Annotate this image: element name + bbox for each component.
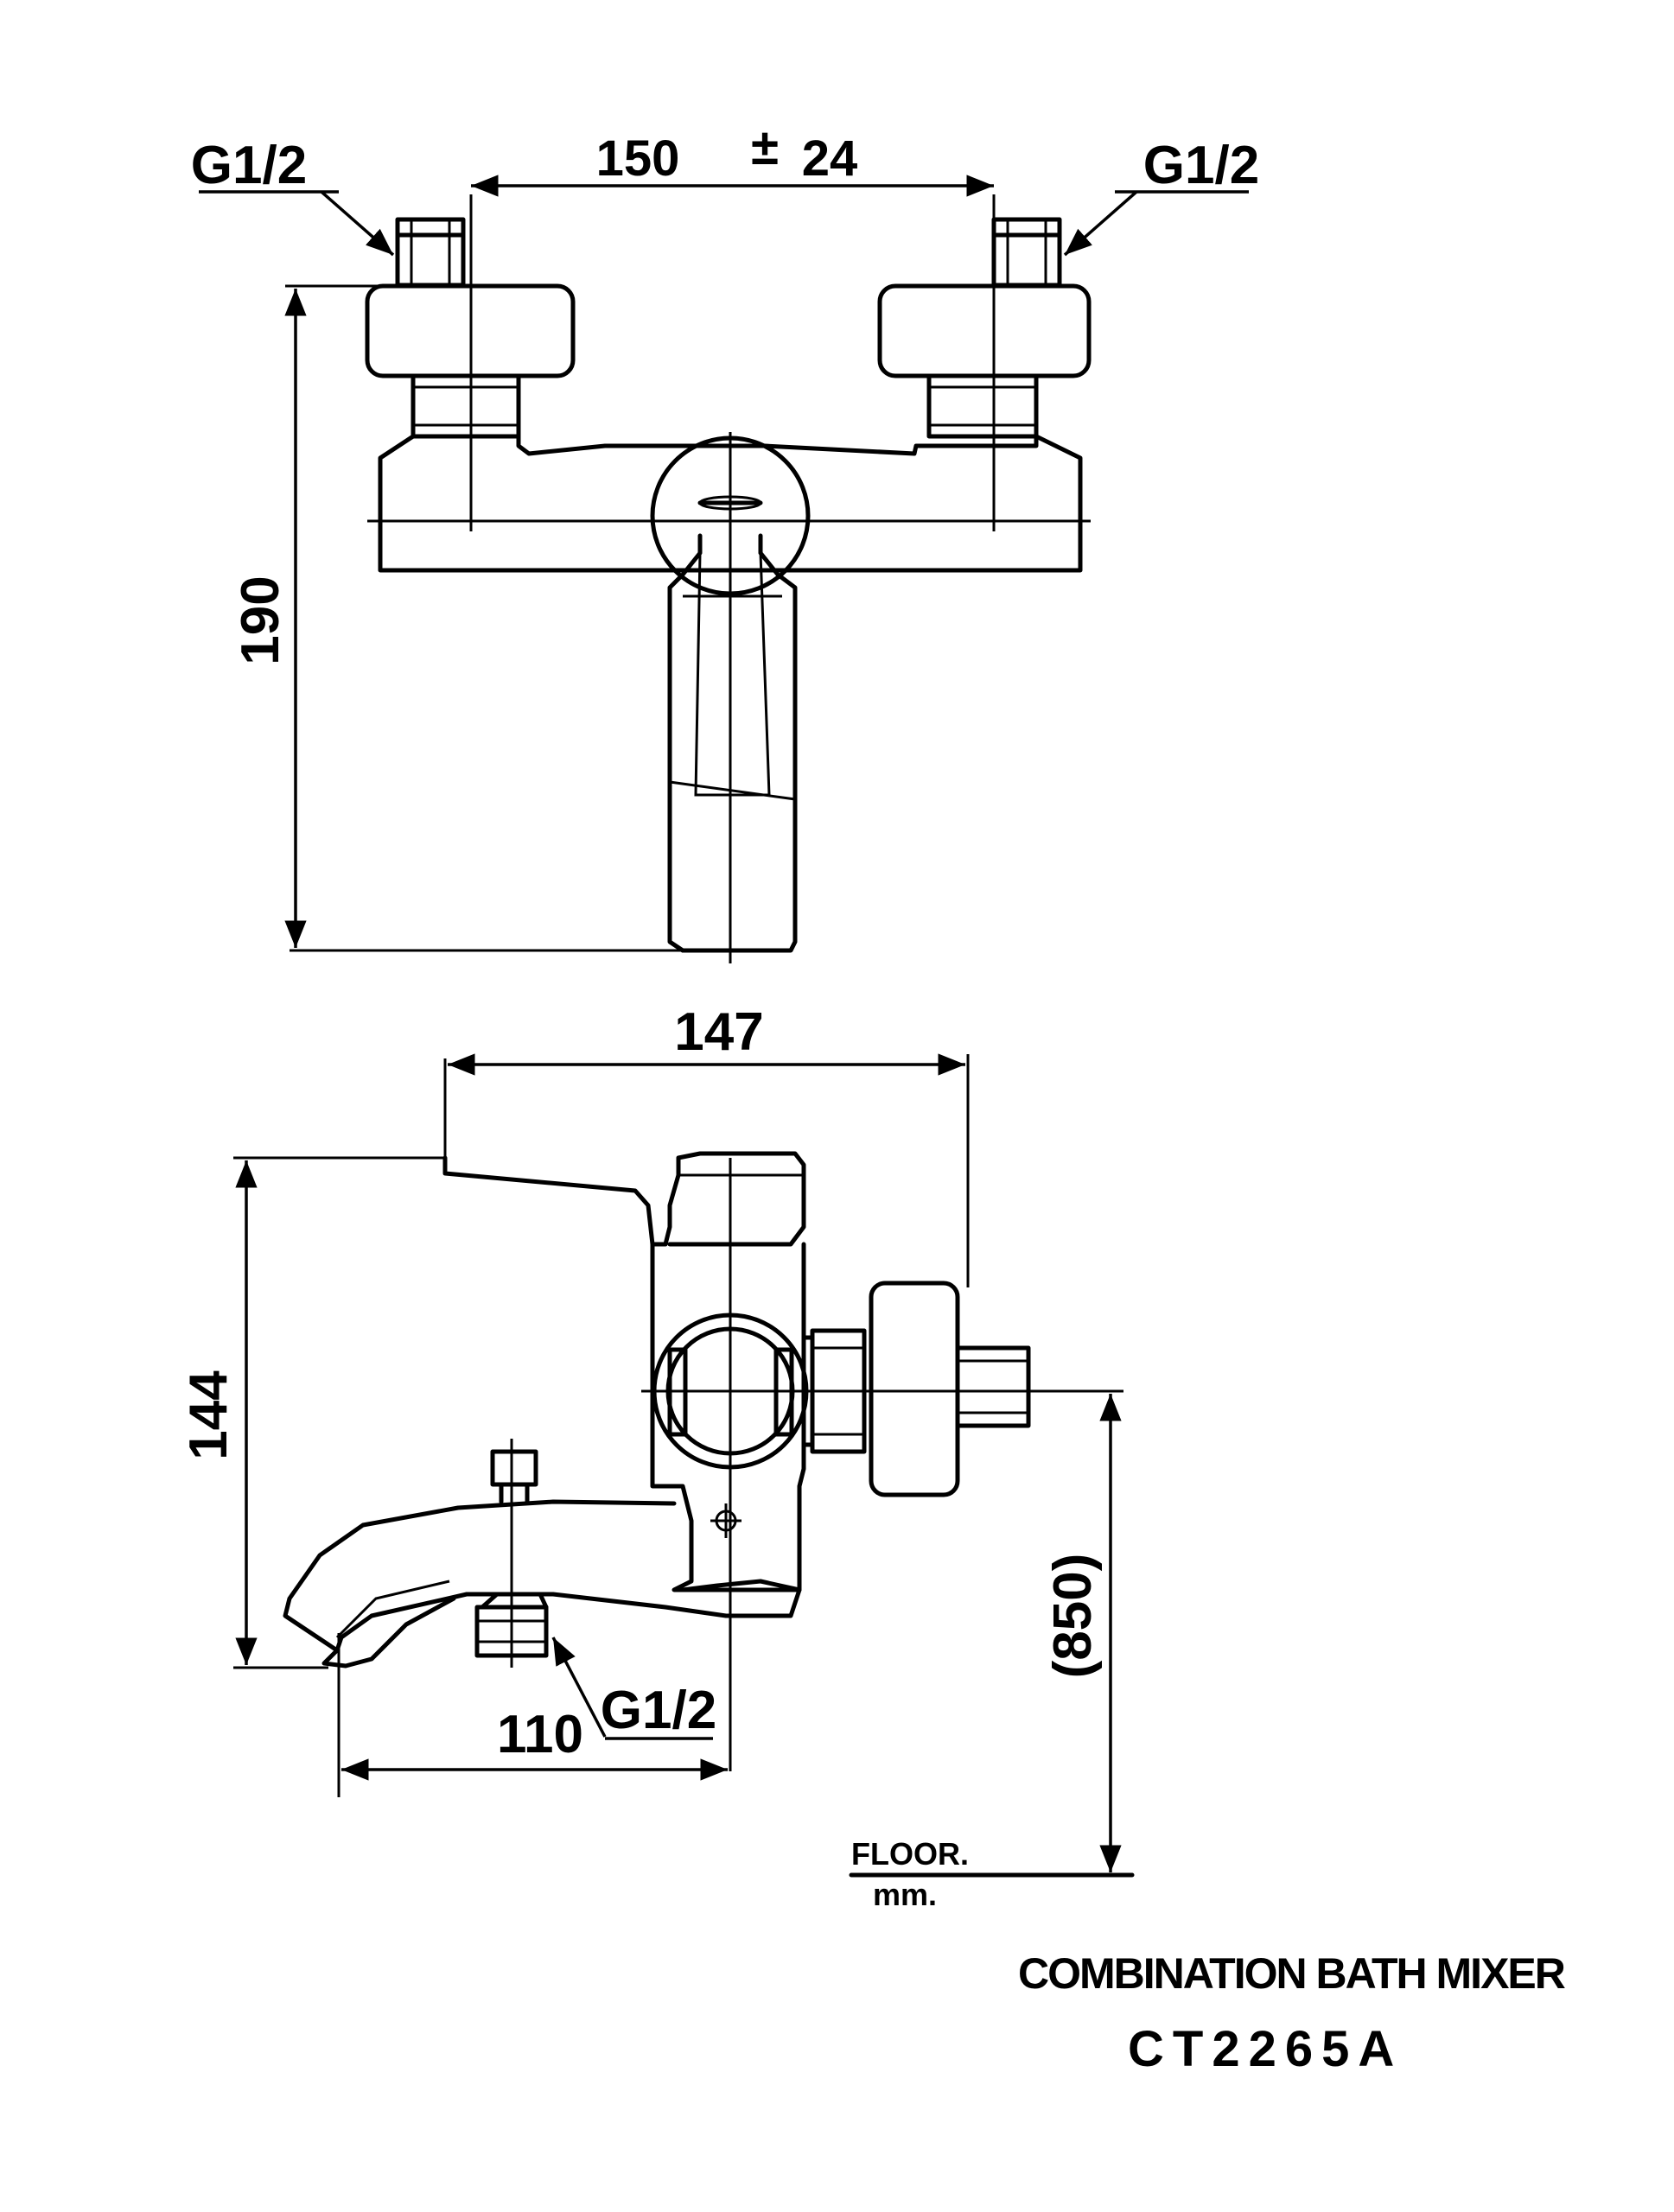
- side-depth-value: 147: [674, 1002, 763, 1062]
- right-flange: [877, 283, 1092, 378]
- side-view: 147 144 110 G1/2 (850): [179, 1002, 1135, 1912]
- left-connector-nut: [411, 373, 521, 439]
- right-connector-nut: [926, 373, 1039, 439]
- front-height-value: 190: [231, 575, 290, 664]
- left-inlet-leader: G1/2: [191, 136, 395, 257]
- bath-spout: [283, 1499, 802, 1653]
- front-view: 150 ± 24 G1/2 G1/2 190: [191, 119, 1259, 963]
- mixer-body: [378, 434, 1083, 573]
- right-inlet-label: G1/2: [1143, 136, 1259, 195]
- side-height-dimension: 144: [179, 1156, 445, 1669]
- outlet-leader: G1/2: [551, 1637, 716, 1740]
- left-inlet-label: G1/2: [191, 136, 307, 195]
- product-name: COMBINATION BATH MIXER: [1018, 1949, 1566, 1998]
- spout-reach-value: 110: [497, 1705, 583, 1764]
- wall-flange: [869, 1281, 960, 1497]
- unit-label: mm.: [873, 1877, 937, 1912]
- right-inlet-leader: G1/2: [1063, 136, 1259, 257]
- spout-axis-mark: [710, 1503, 742, 1538]
- outlet-label: G1/2: [601, 1681, 716, 1740]
- lever-handle: [667, 533, 798, 953]
- tolerance-sign: ±: [751, 119, 779, 175]
- side-depth-dimension: 147: [443, 1002, 970, 1287]
- tolerance-value: 24: [802, 130, 858, 187]
- floor-label: FLOOR.: [851, 1836, 969, 1872]
- diverter-knob: [490, 1449, 538, 1504]
- left-inlet-nipple: [395, 217, 466, 288]
- side-lever: [442, 1151, 806, 1247]
- front-height-dimension: 190: [231, 284, 683, 952]
- side-center-lines: [510, 1158, 1123, 1771]
- right-inlet-nipple: [991, 217, 1062, 288]
- install-height-value: (850): [1043, 1554, 1103, 1679]
- install-height-dimension: (850): [1028, 1389, 1123, 1872]
- front-center-lines: [367, 194, 1091, 963]
- side-height-value: 144: [179, 1370, 239, 1460]
- side-body: [650, 1242, 806, 1592]
- center-distance-dimension: 150 ± 24: [471, 119, 994, 197]
- floor-reference: FLOOR. mm.: [849, 1836, 1135, 1912]
- wall-nipple: [955, 1345, 1031, 1428]
- model-code: CT2265A: [1128, 2021, 1403, 2077]
- spout-reach-dimension: 110: [337, 1633, 728, 1797]
- center-distance-value: 150: [596, 130, 680, 187]
